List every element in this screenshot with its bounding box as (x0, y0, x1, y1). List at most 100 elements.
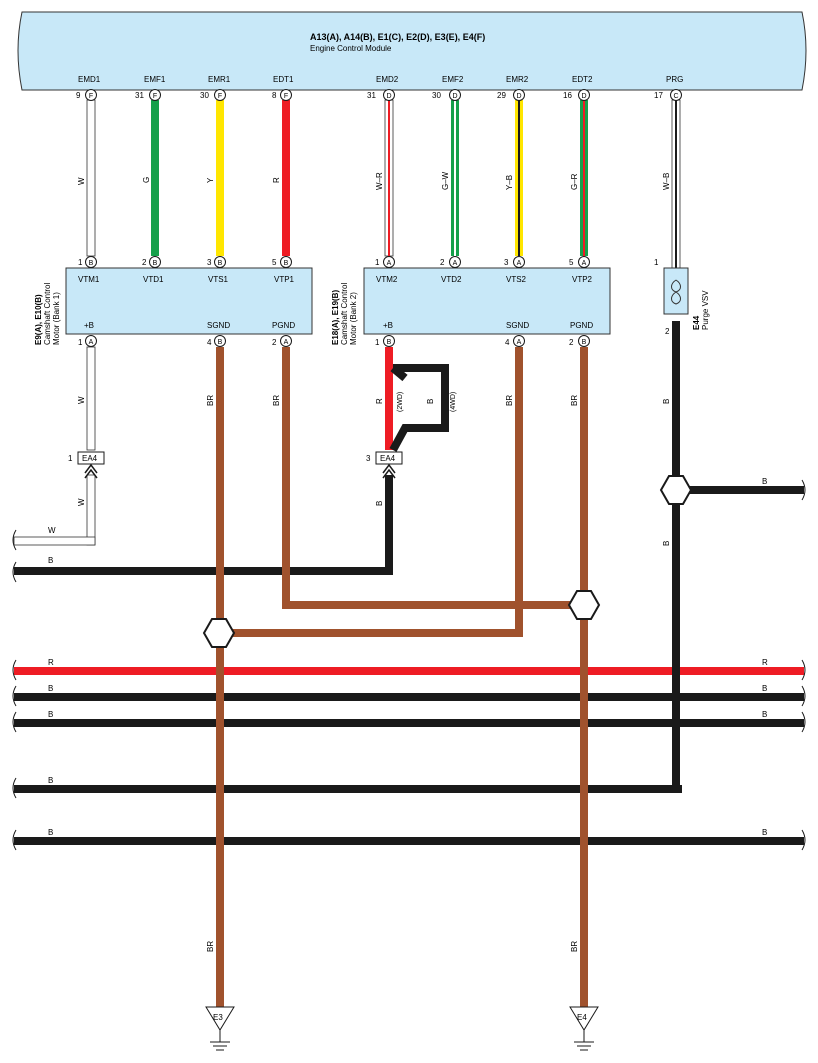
wire-label: R (375, 398, 384, 404)
terminal-circle (513, 89, 525, 101)
ecm-pin-number: 31 (367, 91, 376, 100)
terminal-circle (513, 256, 525, 268)
ecm-terminal-label: EDT2 (572, 75, 593, 84)
ground-e4: E4 (569, 1006, 599, 1051)
ecm-terminals: EMD1 EMF1 EMR1 EDT1 EMD2 EMF2 EMR2 EDT2 … (76, 75, 683, 100)
wire-label: W (77, 498, 86, 506)
wire-label: B (762, 828, 767, 837)
motor2-top-label: VTS2 (506, 275, 527, 284)
camshaft-motor-bank2: VTM2 VTD2 VTS2 VTP2 +B SGND PGND E18(A),… (331, 258, 611, 347)
wire-label: BR (570, 941, 579, 952)
ecm-pin-number: 9 (76, 91, 81, 100)
wire-label: W (77, 177, 86, 185)
motor2-pin-number: 5 (569, 258, 574, 267)
vsv-pin-number: 1 (654, 258, 659, 267)
terminal-circle (670, 89, 682, 101)
terminal-connector-letter: B (218, 260, 223, 267)
splice-points (202, 475, 693, 648)
ecm-pin-number: 30 (432, 91, 441, 100)
ea4-connector-right: EA4 3 (366, 451, 403, 479)
ecm-terminal-label: EMD1 (78, 75, 101, 84)
wire-label: BR (206, 395, 215, 406)
terminal-connector-letter: F (89, 93, 93, 100)
motor2-bottom-label: PGND (570, 321, 593, 330)
motor2-top-label: VTP2 (572, 275, 593, 284)
lower-wire-labels: W W W B BR BR R (2WD) B (4WD) B BR BR B … (48, 392, 768, 952)
wire-label: G–R (570, 173, 579, 190)
ecm-pin-number: 29 (497, 91, 506, 100)
motor2-bottom-label: +B (383, 321, 393, 330)
terminal-connector-letter: B (387, 339, 392, 346)
wire-label: R (272, 177, 281, 183)
terminal-connector-letter: C (673, 93, 678, 100)
ecm-terminal-label: PRG (666, 75, 683, 84)
connector-name: EA4 (82, 454, 98, 463)
purge-vsv: 1 2 E44 Purge VSV (654, 258, 710, 336)
wire-label: W (77, 396, 86, 404)
ecm-pin-number: 8 (272, 91, 277, 100)
motor2-pin-number: 1 (375, 258, 380, 267)
wire-break-marks (12, 479, 806, 851)
ground-label: E3 (213, 1013, 223, 1022)
wire-label: B (48, 556, 53, 565)
terminal-circle (383, 335, 395, 347)
motor2-pin-number: 2 (569, 338, 574, 347)
wire-label: (2WD) (397, 392, 404, 412)
terminal-circle (280, 89, 292, 101)
terminal-connector-letter: F (284, 93, 288, 100)
terminal-circle (280, 256, 292, 268)
motor1-pin-number: 5 (272, 258, 277, 267)
wire-label: B (762, 684, 767, 693)
terminal-circle (214, 89, 226, 101)
motor2-pin-number: 1 (375, 338, 380, 347)
motor2-top-label: VTM2 (376, 275, 398, 284)
terminal-circle (214, 335, 226, 347)
terminal-connector-letter: A (284, 339, 289, 346)
terminal-connector-letter: A (387, 260, 392, 267)
terminal-circle (214, 256, 226, 268)
vsv-desc: Purge VSV (701, 290, 710, 330)
ecm-terminal-label: EDT1 (273, 75, 294, 84)
terminal-circle (280, 335, 292, 347)
motor1-pin-number: 1 (78, 258, 83, 267)
motor1-top-label: VTD1 (143, 275, 164, 284)
terminal-connector-letter: A (517, 260, 522, 267)
wire-label: B (48, 684, 53, 693)
terminal-connector-letter: A (453, 260, 458, 267)
terminal-connector-letter: B (89, 260, 94, 267)
motor2-desc: Camshaft Control (340, 283, 349, 345)
splice-point (567, 590, 601, 620)
terminal-circle (449, 256, 461, 268)
ecm-terminal-label: EMF2 (442, 75, 464, 84)
motor1-desc: Motor (Bank 1) (52, 292, 61, 345)
motor1-pin-number: 3 (207, 258, 212, 267)
ground-e3: E3 (205, 1006, 235, 1051)
wire-label: B (48, 828, 53, 837)
wire-label: R (762, 658, 768, 667)
connector-pin: 1 (68, 454, 73, 463)
wire-label: G–W (441, 171, 450, 190)
terminal-connector-letter: D (386, 93, 391, 100)
motor1-id: E9(A), E10(B) (34, 294, 43, 345)
ecm-terminal-label: EMF1 (144, 75, 166, 84)
motor1-top-label: VTS1 (208, 275, 229, 284)
motor2-id: E18(A), E19(B) (331, 290, 340, 345)
motor1-bottom-label: PGND (272, 321, 295, 330)
motor1-pin-number: 2 (142, 258, 147, 267)
terminal-connector-letter: D (452, 93, 457, 100)
terminal-connector-letter: F (218, 93, 222, 100)
motor2-desc: Motor (Bank 2) (349, 292, 358, 345)
camshaft-motor-bank1: VTM1 VTD1 VTS1 VTP1 +B SGND PGND E9(A), … (34, 258, 313, 347)
terminal-circle (149, 89, 161, 101)
splice-point (659, 475, 693, 505)
ecm-terminal-label: EMD2 (376, 75, 399, 84)
motor1-top-label: VTP1 (274, 275, 295, 284)
ecm-pin-number: 17 (654, 91, 663, 100)
terminal-connector-letter: A (89, 339, 94, 346)
motor2-top-label: VTD2 (441, 275, 462, 284)
connector-name: EA4 (380, 454, 396, 463)
wire-label: W–B (662, 173, 671, 190)
terminal-circle (149, 256, 161, 268)
connector-pin: 3 (366, 454, 371, 463)
